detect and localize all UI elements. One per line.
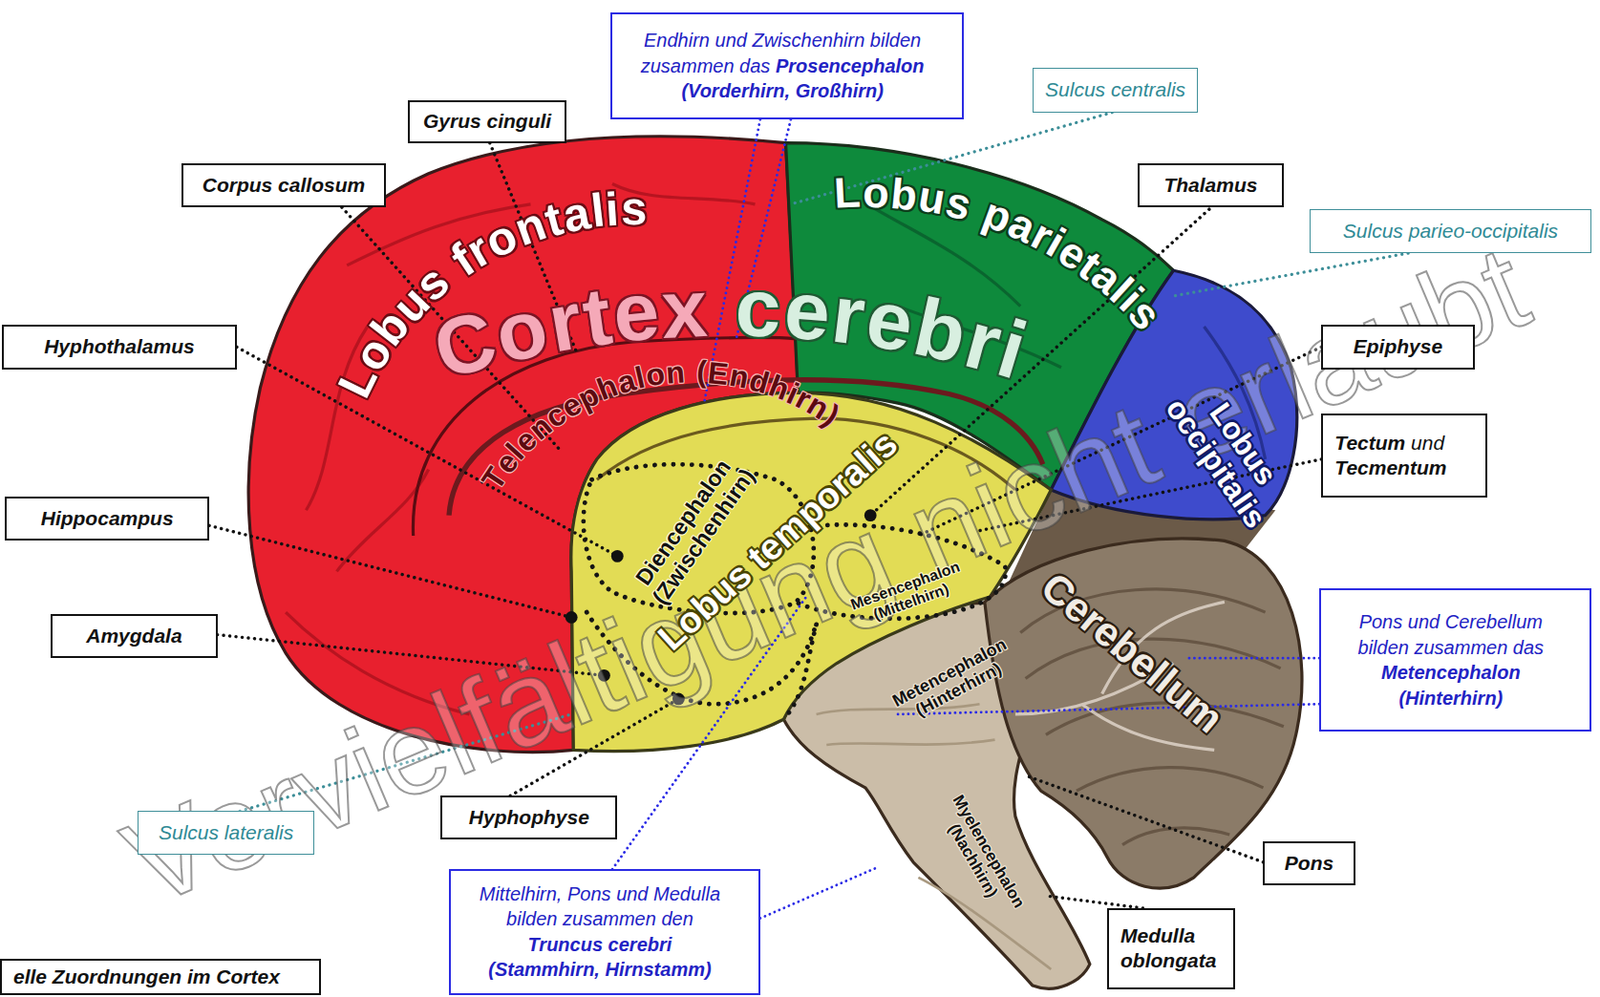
text-word: das bbox=[1513, 637, 1544, 659]
leader-line bbox=[1045, 896, 1143, 909]
structure-label-box: Epiphyse bbox=[1321, 324, 1474, 370]
text-word: zusammen bbox=[562, 908, 662, 930]
box-text: Hyphothalamus bbox=[43, 334, 195, 360]
text-word: und bbox=[616, 883, 654, 905]
text-word: Metencephalon bbox=[1381, 661, 1521, 683]
label-char: b bbox=[889, 171, 920, 217]
text-word: Cerebellum bbox=[1445, 611, 1543, 633]
leader-line bbox=[236, 346, 618, 556]
text-word: (Hinterhirn) bbox=[1398, 687, 1503, 709]
leader-line bbox=[209, 525, 572, 618]
group-leader bbox=[760, 867, 878, 918]
label-char: L bbox=[833, 171, 863, 216]
text-word: den bbox=[661, 908, 693, 930]
label-char: o bbox=[862, 171, 890, 215]
box-text: Gyrus cinguli bbox=[423, 108, 552, 134]
box-text: Thalamus bbox=[1163, 172, 1258, 198]
structure-label-box: Hyphothalamus bbox=[1, 324, 237, 370]
label-char: s bbox=[620, 185, 648, 233]
text-word: bilden bbox=[506, 908, 563, 930]
structure-label-box: Tectum und Tecmentum bbox=[1321, 413, 1488, 499]
text-word: Prosencephalon bbox=[775, 55, 925, 77]
text-word: Tecmentum bbox=[1334, 456, 1447, 479]
group-leader bbox=[1188, 657, 1320, 661]
text-word: und bbox=[715, 29, 753, 51]
sulcus-label-box: Sulcus centralis bbox=[1032, 67, 1198, 113]
group-note-box: Endhirn und Zwischenhirn bilden zusammen… bbox=[610, 12, 965, 120]
structure-label-box: Hippocampus bbox=[4, 496, 210, 541]
box-text: Endhirn und Zwischenhirn bilden zusammen… bbox=[631, 27, 935, 104]
text-word: Pons bbox=[1359, 611, 1408, 633]
structure-label-box: Thalamus bbox=[1137, 163, 1284, 208]
label-char: e bbox=[781, 268, 833, 354]
box-text: Hyphophyse bbox=[469, 805, 590, 831]
box-text: Tectum und Tecmentum bbox=[1334, 430, 1474, 482]
text-word: cerebri bbox=[608, 934, 673, 956]
text-word: zusammen bbox=[640, 55, 740, 77]
text-word: und bbox=[1410, 431, 1445, 454]
region-label: Telencephalon (Endhirn) bbox=[463, 341, 862, 504]
structure-label-box: Corpus callosum bbox=[181, 163, 386, 208]
box-text: Sulcus lateralis bbox=[158, 820, 294, 846]
label-char: x bbox=[660, 267, 709, 352]
text-word: bilden bbox=[1358, 637, 1415, 659]
box-text: Corpus callosum bbox=[202, 172, 365, 198]
text-word: Truncus bbox=[528, 934, 609, 956]
label-char: E bbox=[706, 357, 731, 390]
text-word: Zwischenhirn bbox=[751, 29, 870, 51]
structure-label-box: Pons bbox=[1262, 841, 1355, 886]
text-word: (Vorderhirn, bbox=[681, 80, 795, 102]
sulcus-label-box: Sulcus lateralis bbox=[137, 810, 315, 855]
box-text: Pons bbox=[1284, 851, 1334, 876]
lobe-label: Lobus parietalis bbox=[792, 149, 1190, 352]
box-text: Mittelhirn, Pons und Medulla bilden zusa… bbox=[469, 881, 730, 983]
label-char: n bbox=[664, 356, 686, 388]
text-word: Tectum bbox=[1334, 431, 1411, 454]
box-text: elle Zuordnungen im Cortex bbox=[13, 964, 280, 990]
box-text: Pons und Cerebellum bilden zusammen das … bbox=[1340, 609, 1561, 711]
label-char: ( bbox=[696, 356, 708, 387]
group-leader bbox=[897, 704, 1320, 715]
structure-label-box: Amygdala bbox=[50, 614, 217, 659]
box-text: Epiphyse bbox=[1353, 334, 1443, 360]
label-char: c bbox=[734, 267, 783, 351]
group-leader bbox=[704, 119, 761, 404]
text-word: Hirnstamm) bbox=[604, 959, 711, 981]
group-note-box: Mittelhirn, Pons und Medulla bilden zusa… bbox=[448, 869, 761, 995]
cerebellum-folia bbox=[1020, 589, 1284, 846]
sulcus-label-box: Sulcus parieo-occipitalis bbox=[1309, 209, 1593, 254]
box-text: Hippocampus bbox=[41, 506, 174, 532]
label-char bbox=[685, 356, 695, 387]
section-heading-box: elle Zuordnungen im Cortex bbox=[0, 959, 321, 996]
group-note-box: Pons und Cerebellum bilden zusammen das … bbox=[1319, 588, 1592, 732]
structure-label-box: Medulla oblongata bbox=[1107, 908, 1236, 990]
text-word: (Stammhirn, bbox=[488, 959, 605, 981]
text-word: zusammen bbox=[1413, 637, 1513, 659]
text-word: Medulla bbox=[653, 883, 721, 905]
leader-line bbox=[1025, 775, 1264, 863]
text-word: das bbox=[739, 55, 776, 77]
text-word: Pons bbox=[567, 883, 617, 905]
text-word: bilden bbox=[870, 29, 921, 51]
box-text: Amygdala bbox=[85, 623, 182, 649]
box-text: Medulla oblongata bbox=[1120, 923, 1222, 975]
label-char bbox=[709, 267, 733, 350]
text-word: Mittelhirn, bbox=[479, 883, 568, 905]
label-char: i bbox=[604, 186, 621, 235]
text-word: und bbox=[1408, 611, 1446, 633]
label-char: o bbox=[643, 358, 667, 392]
pointer-dot bbox=[611, 550, 624, 563]
text-word: Endhirn bbox=[643, 29, 716, 51]
structure-label-box: Hyphophyse bbox=[440, 795, 618, 840]
text-word: Großhirn) bbox=[795, 80, 884, 102]
structure-label-box: Gyrus cinguli bbox=[407, 100, 567, 144]
box-text: Sulcus parieo-occipitalis bbox=[1343, 218, 1558, 244]
cerebellum bbox=[984, 538, 1302, 889]
label-char: e bbox=[609, 270, 663, 357]
box-text: Sulcus centralis bbox=[1045, 77, 1186, 103]
